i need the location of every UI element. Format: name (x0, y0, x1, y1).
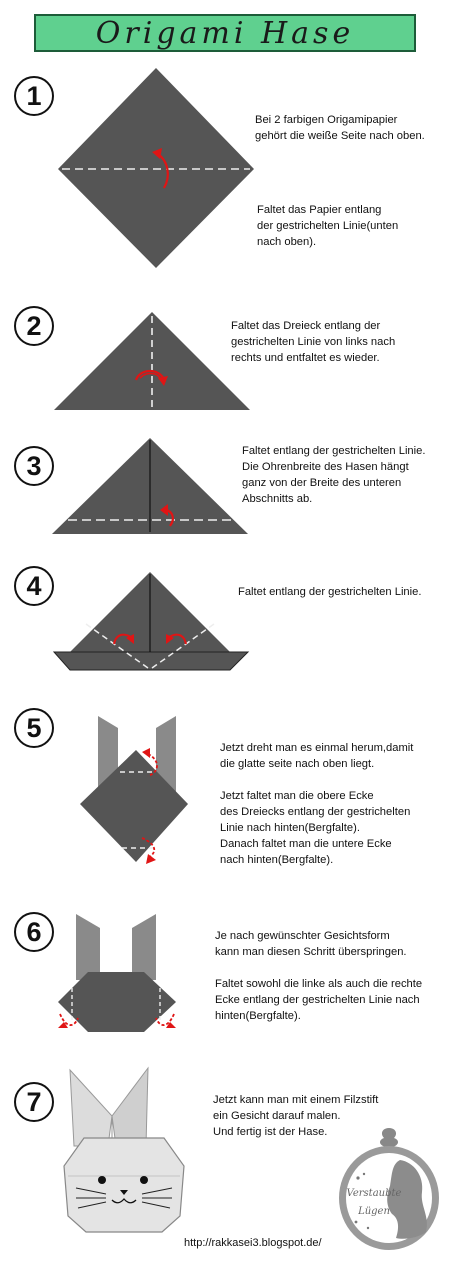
step-6-diagram (58, 914, 176, 1032)
unfold-arrow (139, 372, 161, 379)
step-6-number: 6 (14, 912, 54, 952)
fold-arrow-left-head (126, 634, 134, 644)
step-7-bunny-photo (63, 1066, 185, 1233)
step-2-diagram (54, 312, 250, 410)
title-banner: Origami Hase (34, 14, 416, 52)
seal-butterflies (354, 1172, 370, 1230)
page-title: Origami Hase (95, 15, 355, 51)
fold-arrow-right-head (166, 634, 174, 644)
seal-silhouette (387, 1160, 427, 1239)
mountain-fold-arrow-top-head (142, 748, 150, 758)
bunny-face (63, 1137, 185, 1233)
hexagon-face (58, 972, 176, 1032)
left-eye (98, 1176, 106, 1184)
fold-line-left (85, 623, 149, 669)
mountain-fold-arrow-top (147, 753, 158, 777)
mountain-fold-arrow-right-head (166, 1022, 176, 1028)
step-5-diagram (80, 716, 188, 864)
step-4-number: 4 (14, 566, 54, 606)
seal-text-line2: Lügen (357, 1206, 390, 1217)
mouth (111, 1198, 137, 1204)
step-1-diagram (58, 68, 254, 268)
step-7-number: 7 (14, 1082, 54, 1122)
step-2-number: 2 (14, 306, 54, 346)
right-ear (156, 716, 176, 792)
blog-watermark-seal: Verstaubte Lügen (339, 1128, 439, 1250)
diamond-face (80, 750, 188, 862)
step-6-text-a: Je nach gewünschter Gesichtsform kann ma… (215, 930, 407, 958)
fold-arrow-head (160, 504, 168, 516)
step-4-diagram (52, 572, 250, 671)
step-1-text-a: Bei 2 farbigen Origamipapier gehört die … (255, 114, 425, 142)
step-6-text-b: Faltet sowohl die linke als auch die rec… (215, 978, 423, 1022)
step-7-text: Jetzt kann man mit einem Filzstift ein G… (213, 1094, 379, 1138)
step-3-number: 3 (14, 446, 54, 486)
right-eye (140, 1176, 148, 1184)
step-3-text: Faltet entlang der gestrichelten Linie. … (242, 445, 426, 505)
triangle-paper (54, 312, 250, 410)
mountain-fold-arrow-right (155, 1013, 175, 1026)
seal-text-line1: Verstaubte (347, 1188, 402, 1199)
step-5-text-a: Jetzt dreht man es einmal herum,damit di… (220, 742, 414, 770)
folded-strip (52, 651, 250, 671)
step-1-text-b: Faltet das Papier entlang der gestrichel… (257, 204, 399, 248)
whiskers (75, 1187, 173, 1209)
right-ear (111, 1066, 149, 1147)
mountain-fold-arrow-bottom-head (146, 854, 156, 864)
step-3-diagram (52, 438, 248, 534)
footer-url: http://rakkasei3.blogspot.de/ (184, 1237, 322, 1249)
right-ear (132, 914, 156, 980)
step-1-number: 1 (14, 76, 54, 116)
step-5-text-b: Jetzt faltet man die obere Ecke des Drei… (220, 790, 411, 866)
seal-crest (379, 1128, 399, 1148)
fold-line-right (151, 623, 215, 669)
step-5-number: 5 (14, 708, 54, 748)
mountain-fold-arrow-left (59, 1013, 79, 1026)
nose (120, 1190, 128, 1195)
left-ear (69, 1068, 113, 1147)
fold-arrow-head (152, 148, 162, 159)
mountain-fold-arrow-left-head (58, 1022, 68, 1028)
square-paper (58, 68, 254, 268)
left-ear (76, 914, 100, 980)
step-4-text: Faltet entlang der gestrichelten Linie. (238, 586, 422, 598)
step-2-text: Faltet das Dreieck entlang der gestriche… (231, 320, 396, 364)
fold-arrow-head (158, 376, 168, 386)
